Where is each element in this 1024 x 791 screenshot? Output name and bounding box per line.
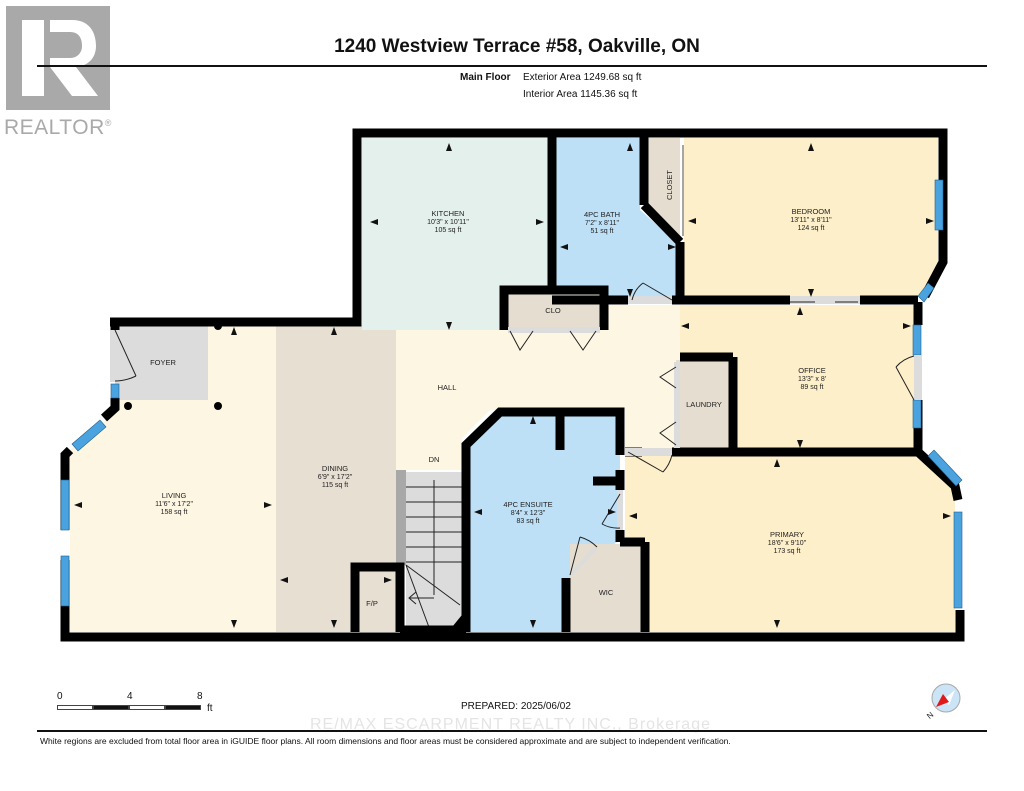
registered-mark: ®	[104, 118, 112, 128]
stair-rail	[396, 470, 406, 565]
window-icon	[953, 511, 963, 609]
bath-fill	[556, 138, 680, 300]
floor-label: Main Floor	[460, 72, 511, 83]
kitchen-dims: 10'3" x 10'11"	[427, 219, 469, 226]
dining-label: DINING	[322, 464, 348, 473]
fireplace-label: F/P	[366, 599, 378, 608]
living-area: 158 sq ft	[161, 509, 188, 516]
realtor-logo-icon	[6, 6, 110, 110]
brokerage-watermark: RE/MAX ESCARPMENT REALTY INC., Brokerage	[310, 716, 711, 733]
scale-segment	[129, 705, 165, 710]
window-icon	[912, 324, 922, 356]
compass-north-label: N	[925, 710, 935, 721]
hall-fill	[396, 305, 735, 470]
title-divider	[37, 65, 987, 67]
stairs-down-label: DN	[429, 455, 440, 464]
realtor-wordmark: REALTOR®	[4, 116, 112, 140]
dimension-markers	[74, 143, 951, 628]
ensuite-dims: 8'4" x 12'3"	[511, 510, 546, 517]
ensuite-fill	[470, 410, 620, 632]
stair-corner-wall	[448, 610, 466, 637]
kitchen-label: KITCHEN	[432, 209, 465, 218]
window-icon	[934, 179, 944, 231]
foyer-label: FOYER	[150, 358, 176, 367]
laundry-label: LAUNDRY	[686, 400, 722, 409]
living-label: LIVING	[162, 491, 187, 500]
office-area: 89 sq ft	[801, 384, 824, 391]
bedroom-area: 124 sq ft	[798, 225, 825, 232]
laundry-fill	[676, 360, 731, 448]
bedroom-dims: 13'11" x 8'11"	[790, 217, 832, 224]
doors	[110, 282, 922, 577]
column-icon	[214, 322, 222, 330]
primary-area: 173 sq ft	[774, 548, 801, 555]
scale-unit: ft	[207, 703, 213, 714]
scale-segment	[93, 705, 129, 710]
walls	[60, 128, 965, 642]
ensuite-area: 83 sq ft	[517, 518, 540, 525]
disclaimer-text: White regions are excluded from total fl…	[40, 736, 731, 746]
bath-label: 4PC BATH	[584, 210, 620, 219]
clo-label: CLO	[545, 306, 561, 315]
window-icon	[917, 282, 935, 303]
footer-divider	[37, 730, 987, 732]
dining-area: 115 sq ft	[322, 482, 348, 489]
window-icon	[60, 555, 70, 607]
scale-tick-4: 4	[127, 691, 133, 702]
window-icon	[110, 383, 120, 399]
window-icon	[60, 479, 70, 531]
scale-segment	[165, 705, 201, 710]
primary-fill	[625, 455, 955, 632]
window-icon	[71, 419, 107, 452]
interior-area: Interior Area 1145.36 sq ft	[523, 89, 638, 100]
page-title: 1240 Westview Terrace #58, Oakville, ON	[334, 36, 700, 57]
compass-icon: N	[925, 683, 961, 721]
hall-label: HALL	[438, 383, 457, 392]
window-icon	[912, 399, 922, 429]
exterior-area: Exterior Area 1249.68 sq ft	[523, 72, 642, 83]
bath-area: 51 sq ft	[591, 228, 614, 235]
wic-label: WIC	[599, 588, 614, 597]
prepared-date: PREPARED: 2025/06/02	[461, 701, 571, 712]
closet-label: CLOSET	[665, 170, 674, 200]
living-dims: 11'6" x 17'2"	[155, 501, 193, 508]
foyer-fill	[115, 325, 208, 400]
kitchen-area: 105 sq ft	[435, 227, 462, 234]
bath-dims: 7'2" x 8'11"	[585, 220, 619, 227]
dining-dims: 6'9" x 17'2"	[318, 474, 353, 481]
column-icon	[124, 402, 132, 410]
bedroom-label: BEDROOM	[792, 207, 831, 216]
windows	[60, 179, 963, 609]
stairs-icon	[405, 480, 462, 631]
ensuite-label: 4PC ENSUITE	[503, 500, 552, 509]
column-icon	[214, 402, 222, 410]
bedroom-fill	[684, 138, 938, 298]
window-icon	[927, 449, 963, 487]
realtor-wordmark-text: REALTOR	[4, 116, 105, 139]
scale-tick-8: 8	[197, 691, 203, 702]
scale-tick-0: 0	[57, 691, 63, 702]
primary-dims: 18'6" x 9'10"	[768, 540, 807, 547]
wic-fill	[570, 544, 642, 632]
scale-segment	[57, 705, 93, 710]
primary-label: PRIMARY	[770, 530, 804, 539]
office-label: OFFICE	[798, 366, 826, 375]
office-dims: 13'3" x 8'	[798, 376, 826, 383]
living-room-fill	[70, 325, 276, 632]
